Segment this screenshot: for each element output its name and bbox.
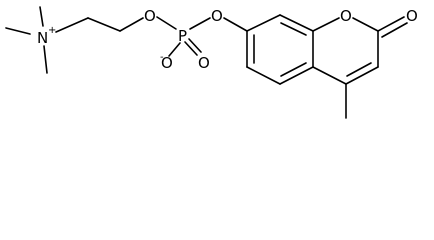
bond-n-methyl-top (39, 6, 44, 27)
bond-n-ch2 (55, 17, 89, 33)
bond-c4-c4a (312, 66, 347, 85)
bond-c2-o-carbonyl-a (377, 16, 405, 32)
bond-c8-c8a-inner (280, 22, 307, 36)
atom-phosphorus: P (178, 27, 187, 45)
bond-o-p (156, 16, 177, 30)
bond-c3-c4 (345, 66, 379, 85)
bond-ch2-ch2 (87, 17, 121, 32)
bond-p-o-double-a (184, 41, 198, 56)
oxygen-anion-charge: - (160, 52, 164, 63)
bonds (5, 6, 408, 119)
bond-c7-c8 (246, 14, 281, 32)
atom-oxygen-anion: O (161, 54, 173, 72)
bond-c5-c6 (246, 66, 281, 85)
atom-oxygen-carbonyl: O (406, 7, 418, 25)
bond-p-o-double-b (188, 38, 202, 53)
bond-c8a-o1 (312, 17, 340, 32)
bond-c4a-c5-inner (280, 62, 307, 77)
nitrogen-charge: + (48, 25, 56, 36)
atom-nitrogen: N (37, 29, 48, 47)
bond-o-aryl (223, 17, 248, 32)
atom-oxygen-phosphoryl: O (198, 54, 210, 72)
bond-n-methyl-left (5, 27, 31, 35)
bond-c4a-c5 (279, 66, 314, 85)
atom-oxygen-ether-right: O (211, 7, 223, 25)
atom-oxygen-ether-left: O (144, 7, 156, 25)
bond-c3-c4-inner (346, 62, 372, 77)
bond-o1-c2 (352, 17, 379, 32)
bond-n-methyl-bottom (43, 45, 48, 74)
bond-p-o-right (189, 17, 211, 30)
bond-c2-o-carbonyl-b (381, 22, 408, 38)
bond-ch2-o (119, 17, 144, 32)
atom-labels: N + O P O O - O O O (37, 7, 418, 72)
atom-oxygen-ring: O (340, 7, 352, 25)
bond-c8-c8a (279, 14, 314, 32)
bond-p-o-anion (168, 42, 181, 57)
chemical-structure: N + O P O O - O O O (5, 6, 418, 119)
